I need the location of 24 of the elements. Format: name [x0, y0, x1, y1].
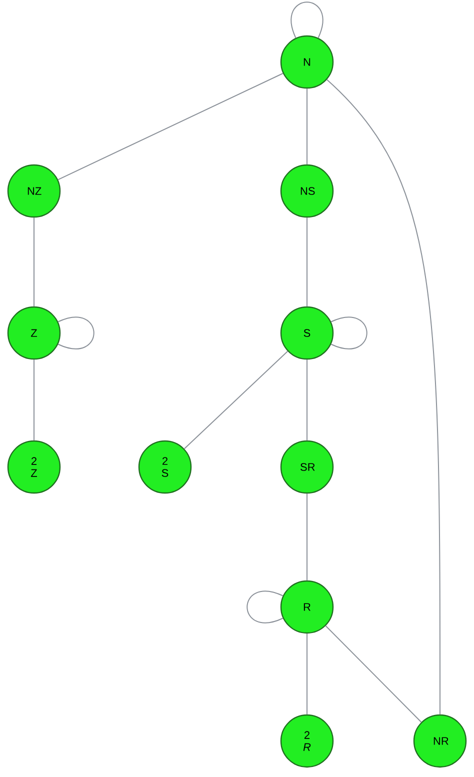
connector-line	[290, 2, 324, 38]
connector-line	[306, 359, 308, 441]
connector-line	[330, 316, 368, 350]
connector-line	[306, 217, 308, 307]
graph-node: NZ	[7, 164, 61, 218]
graph-node: Z	[7, 306, 61, 360]
connector-line	[246, 590, 284, 624]
graph-node: 2 Z	[7, 440, 61, 494]
graph-node: NS	[280, 164, 334, 218]
connector-line	[306, 88, 308, 165]
connector-line	[58, 316, 94, 350]
graph-node: N	[280, 35, 334, 89]
graph-node: R	[280, 580, 334, 634]
graph-node: SR	[280, 440, 334, 494]
connector-line	[184, 350, 288, 450]
connector-line	[306, 493, 308, 581]
connector-line	[326, 79, 440, 715]
connector-line	[306, 633, 308, 715]
graph-node: NR	[413, 714, 467, 768]
graph-node: S	[280, 306, 334, 360]
graph-node: 2 R	[280, 714, 334, 768]
graph-node: 2 S	[138, 440, 192, 494]
connector-line	[58, 72, 284, 180]
connector-line	[325, 625, 422, 723]
